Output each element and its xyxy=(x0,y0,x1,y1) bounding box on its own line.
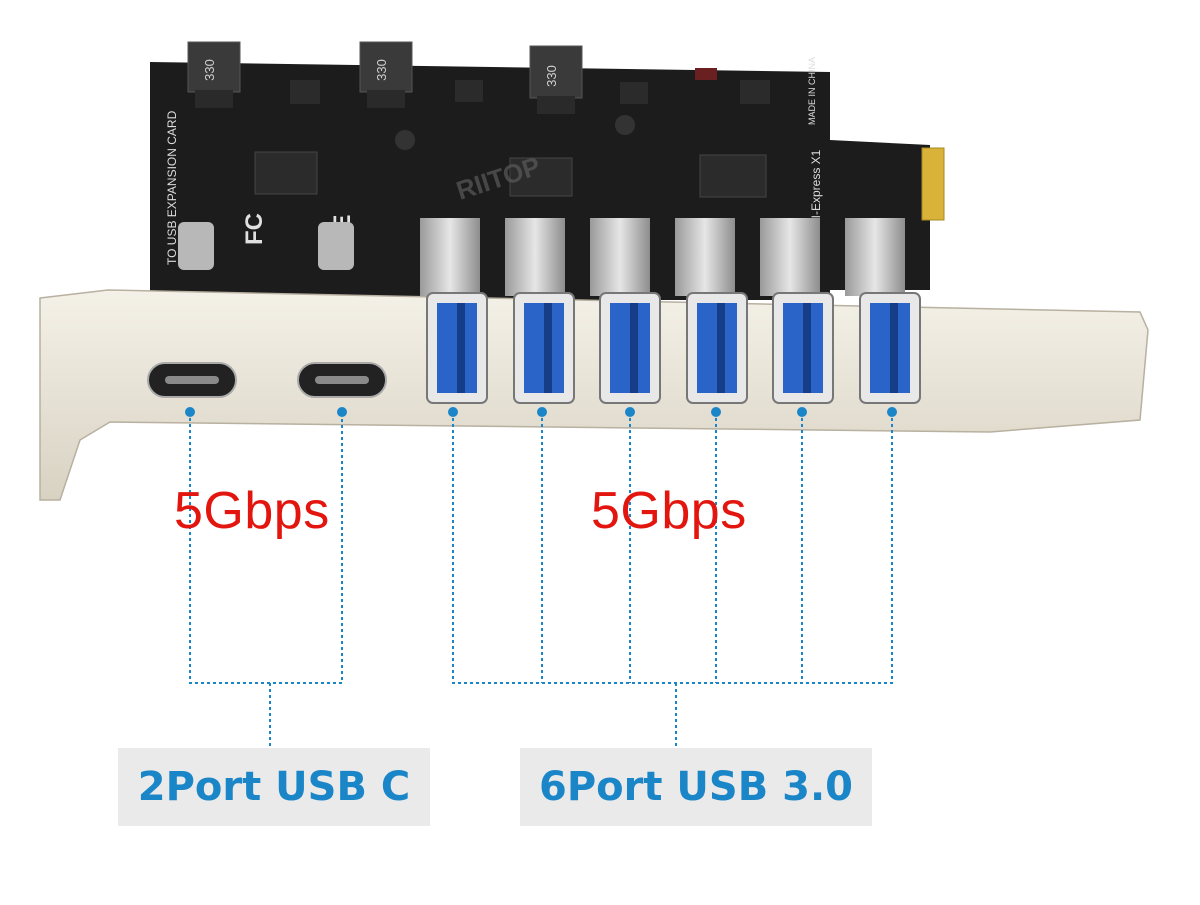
usb-c-connector-lines xyxy=(189,412,343,748)
usb-a-connector-lines xyxy=(452,412,893,748)
usb-a-port-4 xyxy=(686,292,748,404)
usb-c-port-2 xyxy=(297,362,387,398)
pcie-gold-contacts xyxy=(921,147,945,221)
usb-c-port-count-text: 2Port USB C xyxy=(137,764,411,810)
usb-a-port-2 xyxy=(513,292,575,404)
usb-a-housings xyxy=(420,218,905,296)
interface-text: PCI-Express X1 xyxy=(809,149,823,235)
usb-a-speed-label: 5Gbps xyxy=(591,482,747,540)
usb-a-port-1 xyxy=(426,292,488,404)
usb-a-port-5 xyxy=(772,292,834,404)
usb-a-connector-dots xyxy=(448,407,897,417)
inductor-marking: 330 xyxy=(202,59,217,81)
usb-a-port-3 xyxy=(599,292,661,404)
inductor-marking: 330 xyxy=(374,59,389,81)
usb-c-speed-label: 5Gbps xyxy=(174,482,330,540)
usb-a-port-6 xyxy=(859,292,921,404)
usb-c-connector-dots xyxy=(185,407,347,417)
inductor-marking: 330 xyxy=(544,65,559,87)
svg-text:FC: FC xyxy=(241,213,268,245)
origin-text: MADE IN CHINA xyxy=(807,57,817,125)
usb-a-port-count-label: 6Port USB 3.0 xyxy=(520,748,872,826)
usb-c-port-count-label: 2Port USB C xyxy=(118,748,430,826)
usb-a-ports xyxy=(426,292,921,404)
controller-chips xyxy=(254,68,770,198)
usb-a-port-count-text: 6Port USB 3.0 xyxy=(539,764,853,810)
capacitors xyxy=(178,222,354,270)
board-title-text: TO USB EXPANSION CARD xyxy=(165,110,179,265)
usb-c-port-1 xyxy=(147,362,237,398)
inductors xyxy=(187,41,583,114)
